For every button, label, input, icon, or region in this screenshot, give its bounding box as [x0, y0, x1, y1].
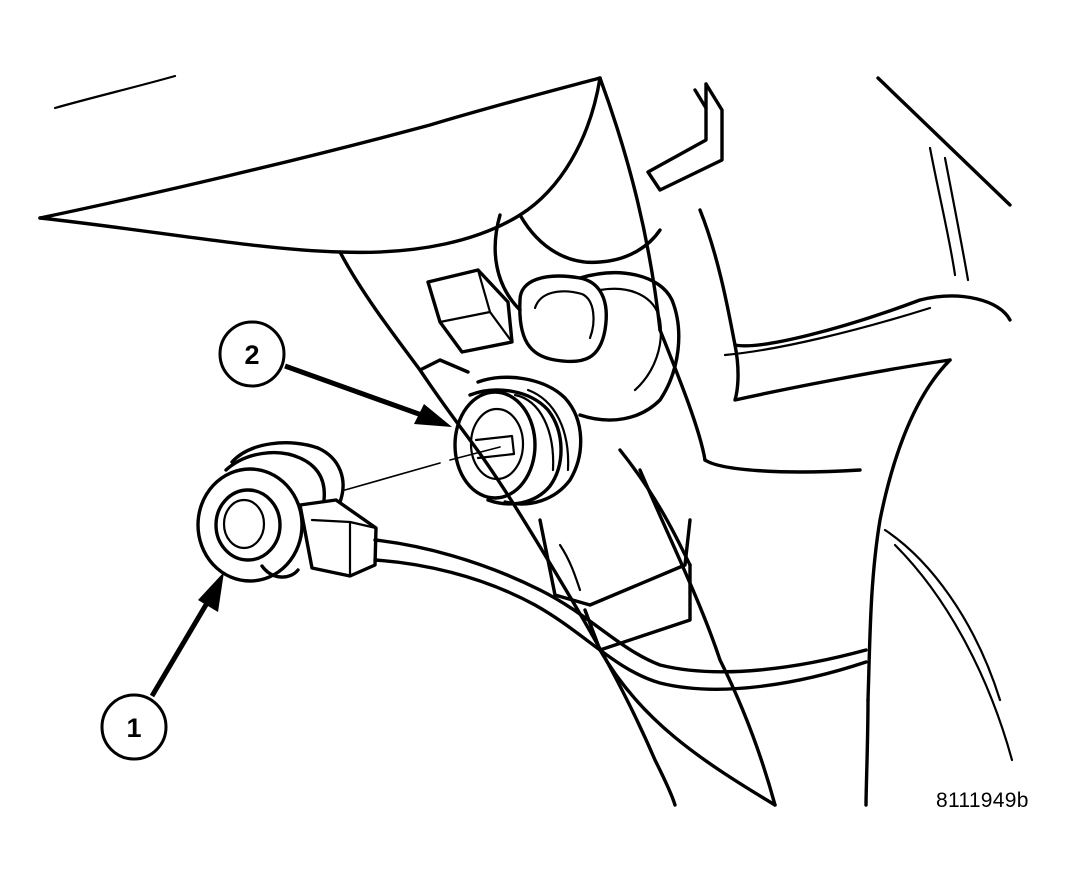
callout-2-leader	[284, 363, 452, 427]
upper-housing-outline	[38, 74, 602, 255]
figure-id-label: 8111949b	[936, 789, 1029, 812]
lower-column	[468, 438, 777, 807]
knock-sensor	[196, 441, 868, 691]
callout-1-badge: 1	[100, 693, 168, 761]
callout-1-arrowhead	[198, 572, 224, 612]
alignment-line	[344, 446, 501, 491]
callout-2-arrowhead	[414, 404, 452, 427]
callout-1-number: 1	[126, 713, 141, 743]
mounting-boss	[418, 268, 681, 422]
sensor-mounting-hole	[453, 375, 583, 506]
callout-1-leader	[149, 572, 224, 698]
callout-2-number: 2	[244, 340, 259, 370]
callout-2-badge: 2	[218, 320, 286, 388]
right-casting	[658, 76, 1014, 807]
